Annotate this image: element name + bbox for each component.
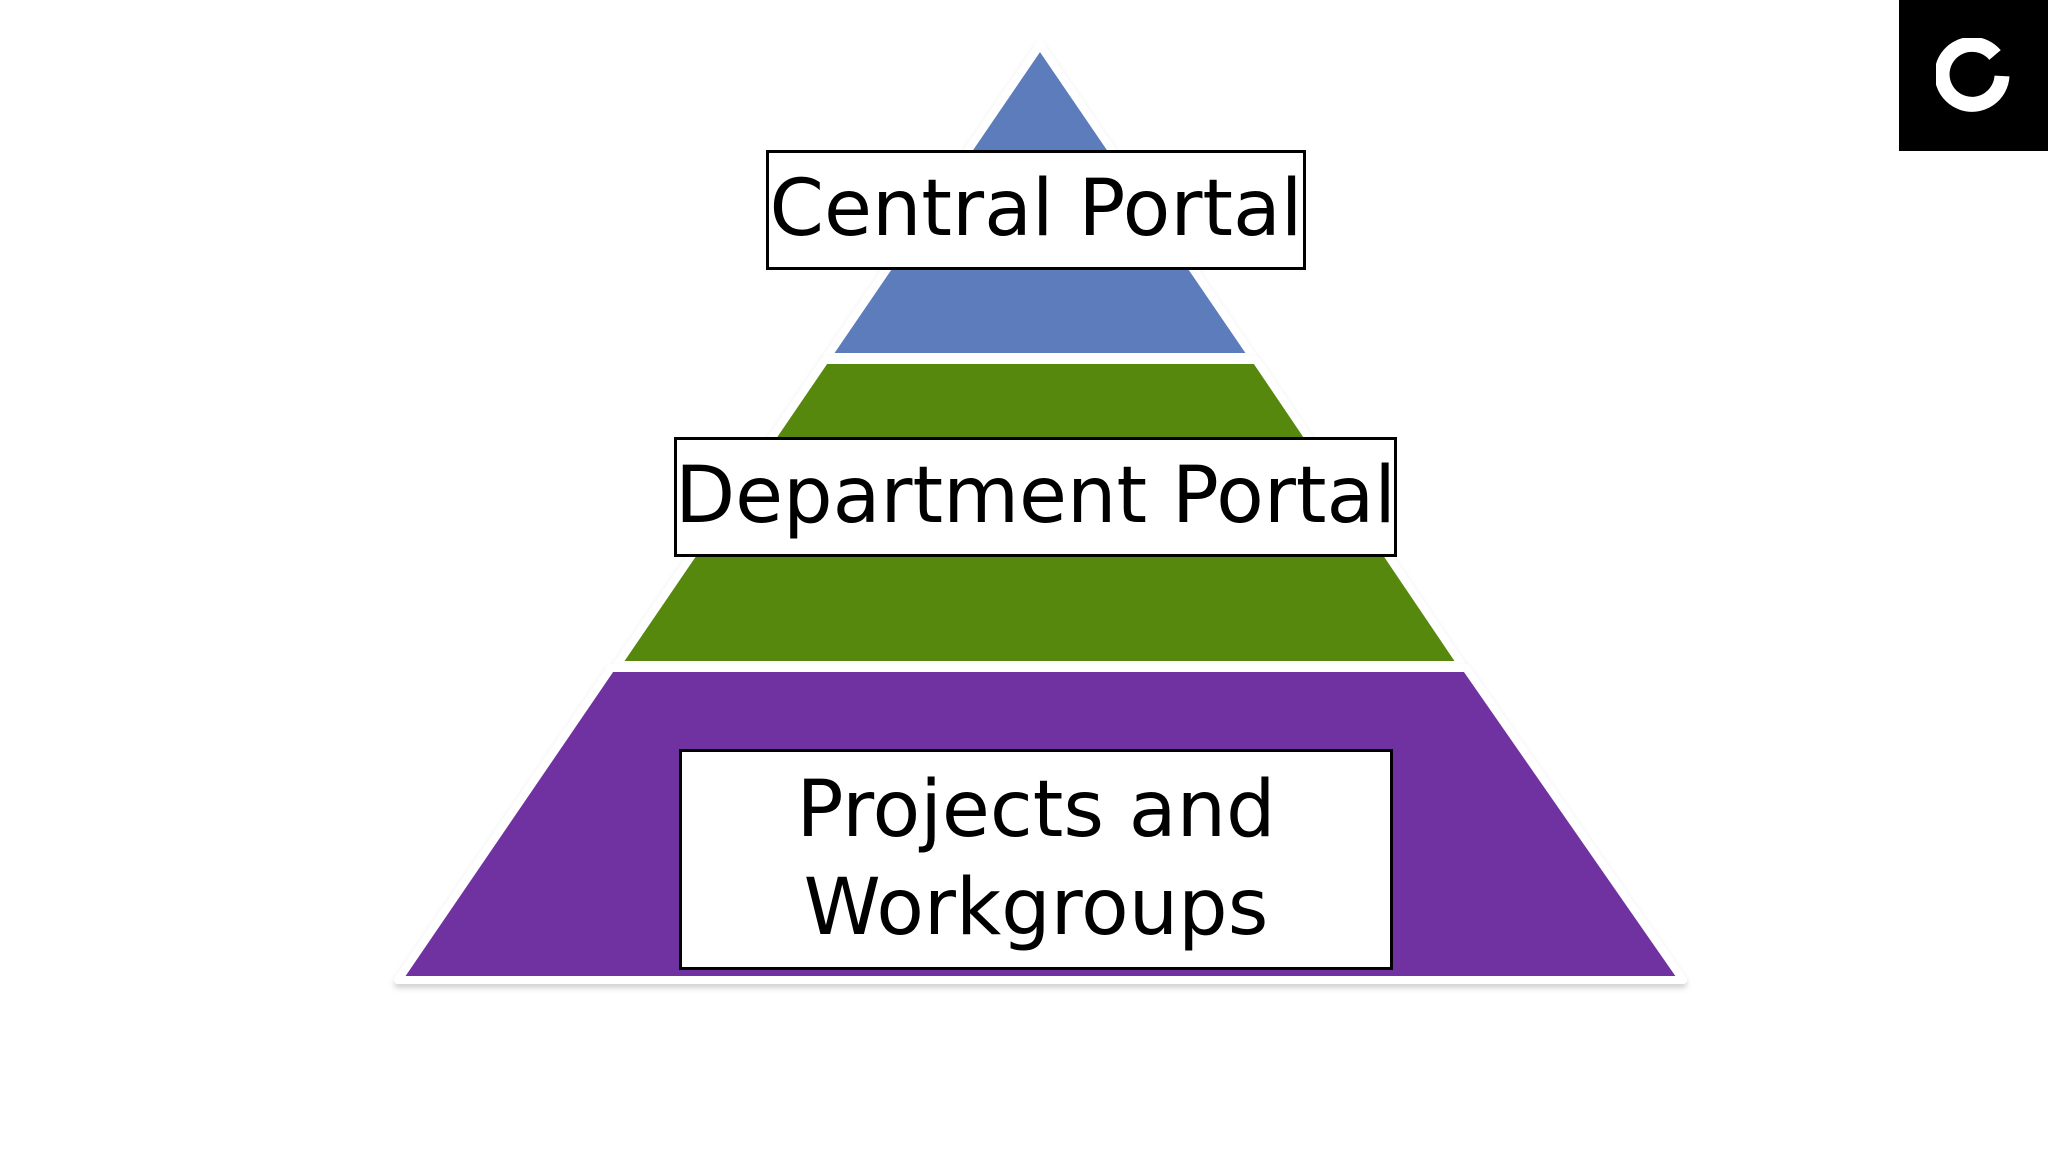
tier-label-projects-line-1: Projects and xyxy=(796,765,1276,855)
tier-label-projects: Projects and Workgroups xyxy=(679,749,1393,970)
brand-badge xyxy=(1899,0,2048,151)
tier-label-central: Central Portal xyxy=(766,150,1306,270)
ring-logo-icon xyxy=(1935,37,2009,112)
tier-label-projects-line-2: Workgroups xyxy=(803,862,1269,953)
tier-label-department-text: Department Portal xyxy=(675,451,1396,542)
tier-label-department: Department Portal xyxy=(674,437,1397,557)
tier-label-central-text: Central Portal xyxy=(769,164,1303,255)
